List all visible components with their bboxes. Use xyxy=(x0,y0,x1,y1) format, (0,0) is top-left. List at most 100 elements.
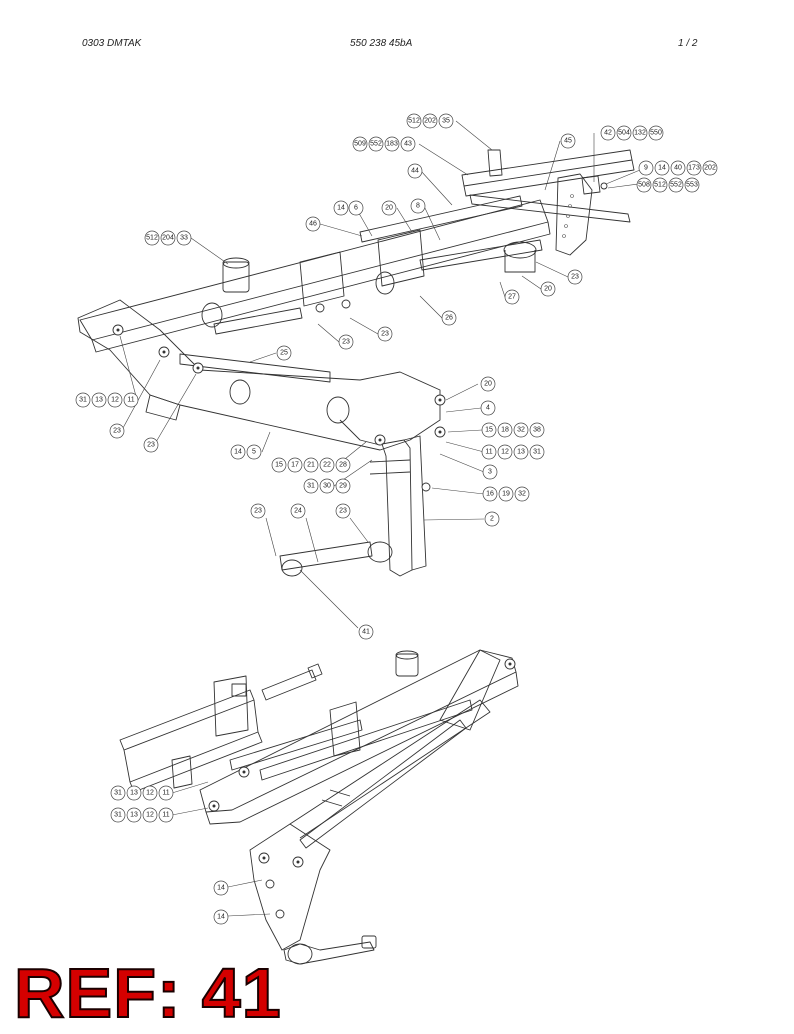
callout-label: 23 xyxy=(342,339,350,346)
callout-group-14-6: 14 6 xyxy=(333,200,364,216)
hydraulic-cylinders xyxy=(179,195,543,383)
lower-boom xyxy=(77,299,446,451)
callout-group-23e: 23 xyxy=(143,437,159,453)
callout-label: 12 xyxy=(111,397,119,404)
callout-label: 29 xyxy=(339,483,347,490)
callout-group-23c: 23 xyxy=(338,334,354,350)
callout-label: 32 xyxy=(518,491,526,498)
callout-label: 14 xyxy=(217,885,225,892)
callout-group-25: 25 xyxy=(276,345,292,361)
callout-group-15-18-32-38: 15 18 32 38 xyxy=(481,422,545,438)
callout-group-2: 2 xyxy=(484,511,500,527)
callout-label: 6 xyxy=(354,205,358,212)
callout-label: 23 xyxy=(339,508,347,515)
lower-cylinders xyxy=(229,699,473,849)
callout-label: 11 xyxy=(485,449,492,456)
callout-group-23d: 23 xyxy=(109,423,125,439)
callout-label: 35 xyxy=(442,118,450,125)
callout-group-b3: 14 xyxy=(213,880,229,896)
reference-stamp: REF: 41 xyxy=(13,954,282,1032)
callout-label: 23 xyxy=(571,274,579,281)
callout-label: 13 xyxy=(95,397,103,404)
callout-group-24: 24 xyxy=(290,503,306,519)
callout-label: 3 xyxy=(488,469,492,476)
callout-label: 5 xyxy=(252,449,256,456)
callout-label: 173 xyxy=(688,165,700,172)
callout-label: 8 xyxy=(416,203,420,210)
callout-label: 14 xyxy=(337,205,345,212)
bottom-assembly-drawing xyxy=(119,649,519,965)
callout-label: 12 xyxy=(146,790,154,797)
callout-label: 14 xyxy=(217,914,225,921)
callout-label: 15 xyxy=(485,427,493,434)
callout-label: 4 xyxy=(486,405,490,412)
lower-main-boom xyxy=(199,649,519,825)
callout-group-20a: 20 xyxy=(381,200,397,216)
callout-label: 12 xyxy=(146,812,154,819)
callout-label: 13 xyxy=(517,449,525,456)
callout-group-45: 45 xyxy=(560,133,576,149)
callout-group-508-512-552-553: 508 512 552 553 xyxy=(636,177,700,193)
callout-group-20c: 20 xyxy=(480,376,496,392)
callout-group-27: 27 xyxy=(504,289,520,305)
top-assembly-drawing xyxy=(77,149,635,577)
callout-group-46: 46 xyxy=(305,216,321,232)
callout-label: 17 xyxy=(291,462,299,469)
callout-label: 14 xyxy=(234,449,242,456)
callout-label: 18 xyxy=(501,427,509,434)
callout-label: 31 xyxy=(79,397,87,404)
callout-label: 22 xyxy=(323,462,331,469)
callout-label: 13 xyxy=(130,812,138,819)
leader-lines-bottom xyxy=(171,781,271,917)
callout-label: 512 xyxy=(408,118,420,125)
callout-label: 21 xyxy=(307,462,315,469)
callout-label: 31 xyxy=(114,812,122,819)
callout-label: 552 xyxy=(370,141,382,148)
callout-label: 550 xyxy=(650,130,662,137)
callout-group-23a: 23 xyxy=(567,269,583,285)
callout-group-23b: 23 xyxy=(377,326,393,342)
callout-label: 16 xyxy=(486,491,494,498)
callout-label: 31 xyxy=(307,483,315,490)
callout-group-b2: 31 13 12 11 xyxy=(110,807,174,823)
upper-boom xyxy=(79,199,551,353)
callout-group-4: 4 xyxy=(480,400,496,416)
callout-label: 553 xyxy=(686,182,698,189)
callout-group-3: 3 xyxy=(482,464,498,480)
callout-group-16-19-32: 16 19 32 xyxy=(482,486,530,502)
callout-label: 552 xyxy=(670,182,682,189)
callout-label: 11 xyxy=(162,812,169,819)
callout-label: 23 xyxy=(147,442,155,449)
header-page-number: 1 / 2 xyxy=(678,38,698,49)
callout-label: 202 xyxy=(704,165,716,172)
callout-label: 28 xyxy=(339,462,347,469)
callout-label: 25 xyxy=(280,350,288,357)
header-drawing-number: 550 238 45bA xyxy=(350,38,413,49)
callout-group-8: 8 xyxy=(410,198,426,214)
callout-label: 30 xyxy=(323,483,331,490)
callout-label: 504 xyxy=(618,130,630,137)
callout-label: 32 xyxy=(517,427,525,434)
callout-label: 509 xyxy=(354,141,366,148)
callout-group-14-5: 14 5 xyxy=(230,444,262,460)
callout-label: 13 xyxy=(130,790,138,797)
callout-label: 508 xyxy=(638,182,650,189)
callout-label: 132 xyxy=(634,130,646,137)
callout-label: 43 xyxy=(404,141,412,148)
callout-group-31-30-29: 31 30 29 xyxy=(303,478,351,494)
callout-label: 19 xyxy=(502,491,510,498)
callouts-bottom: 31 13 12 11 31 13 12 11 14 14 xyxy=(110,785,229,925)
callout-label: 31 xyxy=(114,790,122,797)
callout-label: 38 xyxy=(533,427,541,434)
lower-arm xyxy=(249,699,491,965)
callout-label: 45 xyxy=(564,138,572,145)
callout-label: 31 xyxy=(533,449,541,456)
callout-label: 512 xyxy=(654,182,666,189)
